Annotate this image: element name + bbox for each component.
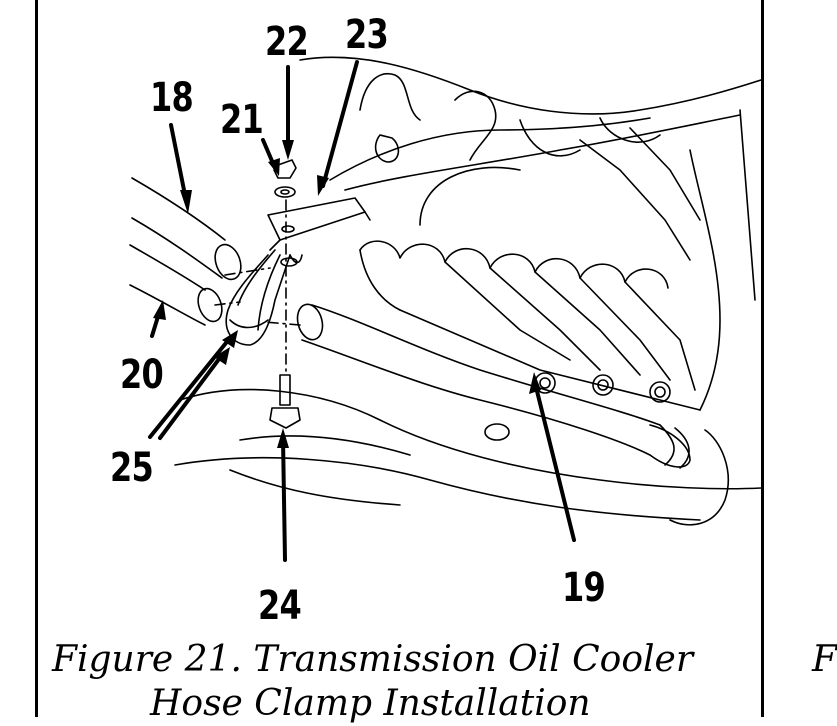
figure-caption-line-2: Hose Clamp Installation (150, 683, 591, 724)
callout-24: 24 (258, 583, 302, 629)
lower-housing (174, 388, 762, 521)
mounting-bracket (267, 197, 371, 251)
pan-bolts (484, 372, 671, 441)
adjacent-figure-caption-fragment: F (812, 639, 837, 680)
callout-19: 19 (562, 565, 606, 611)
callout-22: 22 (265, 19, 309, 65)
cooler-hoses (129, 177, 242, 326)
oil-pan-ribs (359, 127, 701, 411)
callout-21: 21 (220, 97, 264, 143)
cooler-hose-19 (296, 303, 691, 469)
callout-18: 18 (150, 75, 194, 121)
left-frame-border (35, 0, 38, 717)
alignment-lines (214, 199, 301, 376)
transmission-housing (299, 56, 762, 526)
clamp-bolt (269, 374, 301, 429)
right-frame-border (761, 0, 764, 717)
callout-20: 20 (120, 352, 164, 398)
nut-and-washer (273, 159, 297, 198)
callout-23: 23 (345, 12, 389, 58)
figure-caption-line-1: Figure 21. Transmission Oil Cooler (52, 639, 694, 680)
callout-25: 25 (110, 445, 154, 491)
leader-arrows (148, 60, 576, 562)
